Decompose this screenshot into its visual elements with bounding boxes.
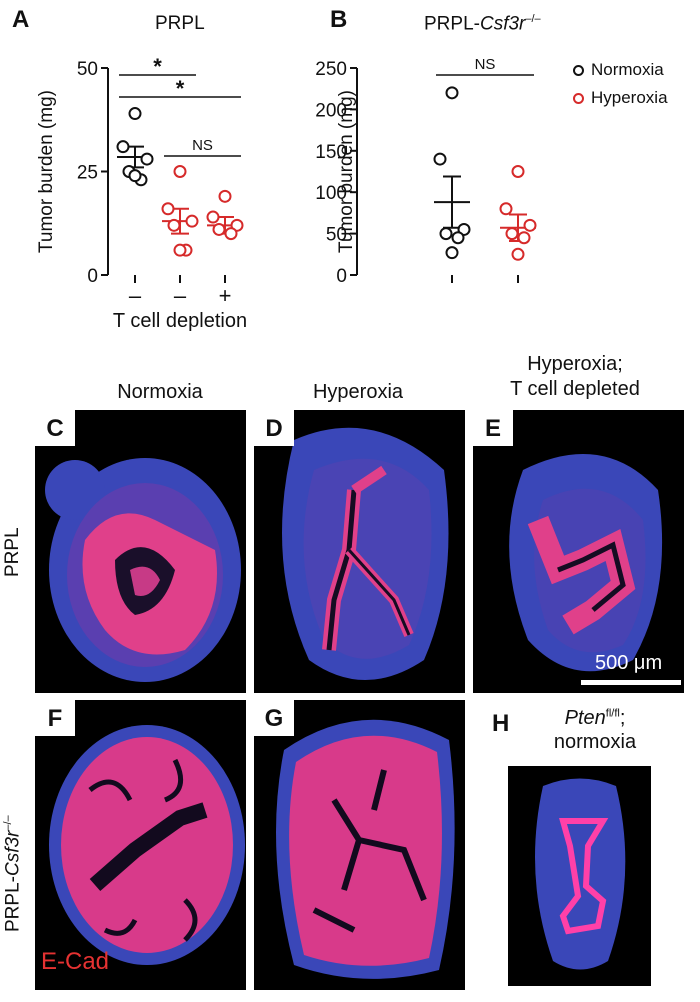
tissue-section-g xyxy=(276,719,455,979)
data-point xyxy=(517,231,531,245)
data-point xyxy=(451,231,465,245)
micrograph-e: E 500 μm xyxy=(473,410,684,693)
data-point xyxy=(173,243,187,257)
data-point xyxy=(128,169,142,183)
data-point xyxy=(505,227,519,241)
panel-label-b: B xyxy=(330,6,348,33)
micrograph-h xyxy=(508,766,651,986)
y-axis-label: Tumor burden (mg) xyxy=(36,90,57,253)
data-point xyxy=(140,152,154,166)
data-point xyxy=(212,222,226,236)
panel-h-title: Ptenfl/fl; normoxia xyxy=(553,707,637,753)
panel-label-a: A xyxy=(12,6,30,33)
data-point xyxy=(224,227,238,241)
x-tick-label: – xyxy=(129,283,142,308)
significance-label: * xyxy=(176,76,185,101)
scale-bar xyxy=(581,680,681,685)
data-point xyxy=(511,165,525,178)
y-tick-label: 0 xyxy=(87,266,98,287)
legend-label: Hyperoxia xyxy=(591,88,668,107)
micrograph-g: G xyxy=(254,700,465,990)
data-point xyxy=(173,165,187,178)
y-tick-label: 150 xyxy=(315,142,347,163)
y-tick-label: 50 xyxy=(326,225,347,246)
data-point xyxy=(185,214,199,228)
panel-label-f: F xyxy=(35,700,75,736)
legend-item: Normoxia xyxy=(573,60,664,80)
data-point xyxy=(445,246,459,260)
x-tick-label: – xyxy=(174,283,187,308)
significance-label: * xyxy=(153,54,162,79)
data-point xyxy=(445,86,459,100)
y-tick-label: 200 xyxy=(315,100,347,121)
y-tick-label: 250 xyxy=(315,59,347,80)
legend-label: Normoxia xyxy=(591,60,664,79)
tissue-section-e xyxy=(509,454,663,672)
tissue-section-h xyxy=(535,778,626,970)
panel-label-c: C xyxy=(35,410,75,446)
row-label-prpl-csf3r: PRPL-Csf3r–/– xyxy=(2,815,24,932)
micrograph-f: F E-Cad xyxy=(35,700,246,990)
panel-label-e: E xyxy=(473,410,513,446)
data-point xyxy=(128,107,142,121)
data-point xyxy=(116,140,130,154)
data-point xyxy=(161,202,175,216)
legend-item: Hyperoxia xyxy=(573,88,668,108)
column-title-normoxia: Normoxia xyxy=(117,381,203,403)
row-label-prpl: PRPL xyxy=(2,527,23,577)
x-axis-label: T cell depletion xyxy=(113,310,247,332)
panel-label-g: G xyxy=(254,700,294,736)
legend-marker xyxy=(573,92,584,104)
scale-bar-label: 500 μm xyxy=(595,652,663,674)
data-point xyxy=(499,202,513,216)
significance-label: NS xyxy=(192,137,213,154)
y-tick-label: 100 xyxy=(315,183,347,204)
data-point xyxy=(206,210,220,224)
data-point xyxy=(511,247,525,261)
x-tick-label: + xyxy=(219,283,232,308)
panel-label-h: H xyxy=(492,710,510,737)
panel-a-title: PRPL xyxy=(155,13,205,34)
data-point xyxy=(523,218,537,232)
stain-label: E-Cad xyxy=(41,948,110,975)
significance-label: NS xyxy=(475,56,496,73)
tissue-section-d xyxy=(282,427,449,680)
column-title-hyperoxia-depleted: Hyperoxia;T cell depleted xyxy=(510,353,640,400)
y-tick-label: 0 xyxy=(336,266,347,287)
data-point xyxy=(167,218,181,232)
y-tick-label: 25 xyxy=(77,163,98,184)
tissue-section-f xyxy=(49,725,245,965)
data-point xyxy=(433,152,447,166)
micrograph-c: C xyxy=(35,410,246,693)
tissue-section-c xyxy=(45,458,241,682)
panel-b-title: PRPL-Csf3r–/– xyxy=(424,13,541,35)
micrograph-d: D xyxy=(254,410,465,693)
y-tick-label: 50 xyxy=(77,59,98,80)
data-point xyxy=(218,189,232,203)
data-point xyxy=(439,227,453,241)
legend-marker xyxy=(573,64,584,76)
panel-label-d: D xyxy=(254,410,294,446)
column-title-hyperoxia: Hyperoxia xyxy=(312,381,404,403)
y-axis-label: Tumor burden (mg) xyxy=(336,90,357,253)
